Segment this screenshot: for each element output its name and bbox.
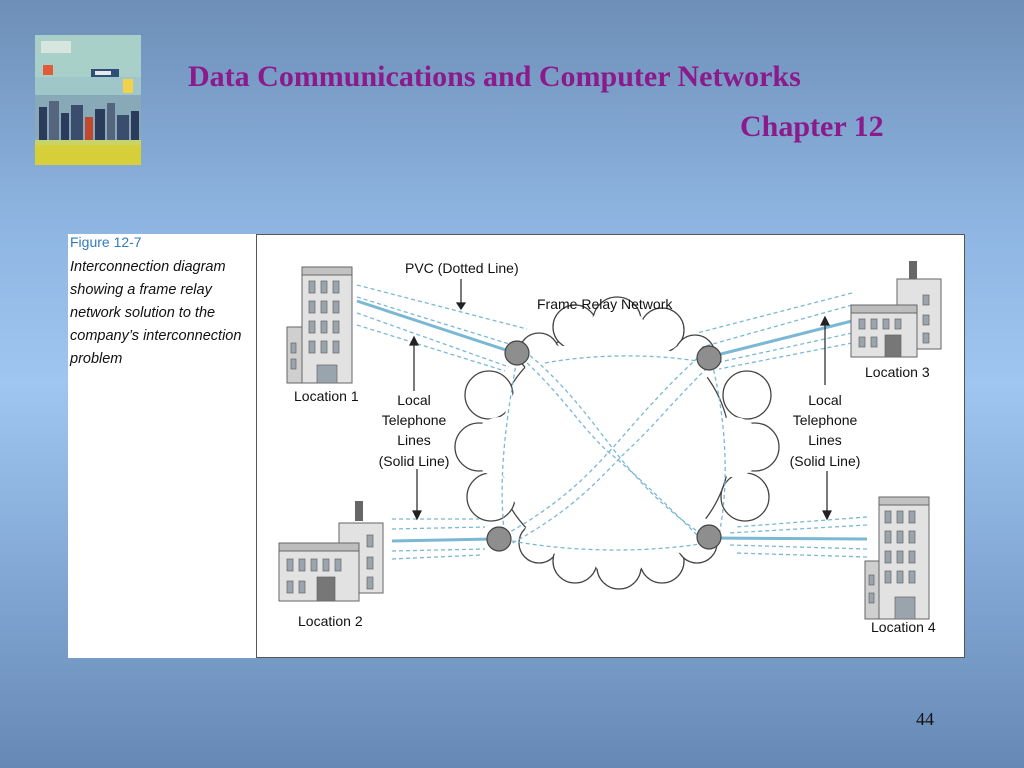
pvc-dotted-lines — [356, 284, 868, 560]
pvc-label: PVC (Dotted Line) — [405, 260, 519, 276]
frame-relay-diagram: PVC (Dotted Line) Frame Relay Network Lo… — [256, 234, 965, 658]
location-4-building-icon — [864, 496, 930, 620]
location-2-building-icon — [278, 501, 384, 602]
local-lines-right-line: (Solid Line) — [790, 453, 861, 469]
local-lines-left-line: Telephone — [382, 412, 447, 428]
frame-relay-network-label: Frame Relay Network — [537, 296, 673, 312]
local-lines-left-line: Lines — [397, 432, 430, 448]
book-cover-image — [35, 35, 141, 165]
figure-label: Figure 12-7 — [70, 234, 142, 250]
location-1-building-icon — [286, 266, 353, 384]
location-4-label: Location 4 — [871, 619, 936, 635]
chapter-heading: Chapter 12 — [740, 110, 884, 143]
local-lines-left-line: Local — [397, 392, 430, 408]
local-lines-left-label: Local Telephone Lines (Solid Line) — [379, 392, 450, 469]
location-2-label: Location 2 — [298, 613, 363, 629]
slide-title: Data Communications and Computer Network… — [188, 60, 801, 93]
local-lines-left-line: (Solid Line) — [379, 453, 450, 469]
page-number: 44 — [916, 709, 934, 729]
location-1-label: Location 1 — [294, 388, 359, 404]
figure-caption: Figure 12-7 Interconnection diagram show… — [68, 234, 256, 658]
location-3-label: Location 3 — [865, 364, 930, 380]
figure-description: Interconnection diagram showing a frame … — [70, 259, 242, 367]
figure-panel: Figure 12-7 Interconnection diagram show… — [68, 234, 965, 658]
local-lines-right-line: Telephone — [793, 412, 858, 428]
local-lines-right-line: Lines — [808, 432, 841, 448]
local-telephone-lines — [356, 299, 868, 543]
access-nodes — [486, 340, 722, 552]
location-3-building-icon — [850, 261, 942, 358]
local-lines-right-label: Local Telephone Lines (Solid Line) — [790, 392, 861, 469]
local-lines-right-line: Local — [808, 392, 841, 408]
frame-relay-cloud-icon — [454, 296, 780, 590]
annotation-arrows — [409, 279, 832, 521]
